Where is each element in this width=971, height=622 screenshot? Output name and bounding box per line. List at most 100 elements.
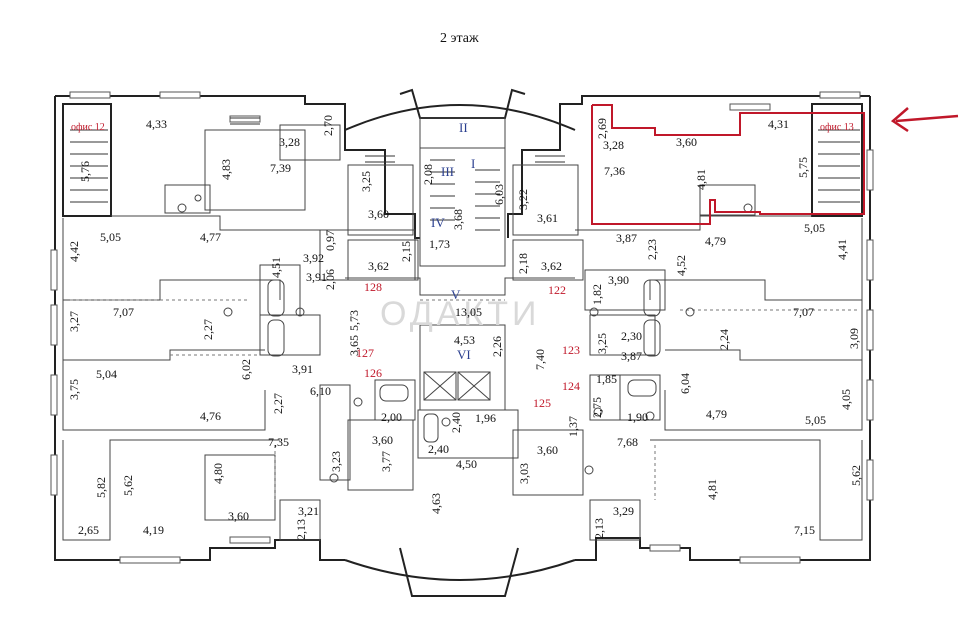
dimension-label: 0,97 xyxy=(323,230,337,251)
dimension-label: 1,85 xyxy=(596,372,617,386)
dimension-label: 3,21 xyxy=(298,504,319,518)
dimension-label: 3,90 xyxy=(608,273,629,287)
dimension-label: 3,60 xyxy=(368,207,389,221)
core-zone-label: I xyxy=(471,156,475,171)
dimension-label: 4,42 xyxy=(67,241,81,262)
dimension-label: 3,87 xyxy=(621,349,642,363)
unit-number: 128 xyxy=(364,280,382,294)
dimension-label: 3,22 xyxy=(516,189,530,210)
dimension-label: 1,90 xyxy=(627,410,648,424)
dimension-label: 3,65 xyxy=(347,335,361,356)
dimension-label: 5,05 xyxy=(805,413,826,427)
dimension-label: 3,92 xyxy=(303,251,324,265)
dimension-label: 2,08 xyxy=(421,164,435,185)
dimension-label: 6,10 xyxy=(310,384,331,398)
office-13-outline xyxy=(591,104,865,225)
dimension-label: 5,05 xyxy=(804,221,825,235)
dimension-label: 4,31 xyxy=(768,117,789,131)
dimension-label: 5,62 xyxy=(121,475,135,496)
dimension-label: 2,26 xyxy=(490,336,504,357)
dimension-label: 7,36 xyxy=(604,164,625,178)
dimension-label: 4,81 xyxy=(694,169,708,190)
unit-number: 123 xyxy=(562,343,580,357)
dimension-label: 2,27 xyxy=(201,319,215,340)
dimension-label: 4,19 xyxy=(143,523,164,537)
dimension-label: 2,70 xyxy=(321,115,335,136)
dimension-label: 4,41 xyxy=(835,239,849,260)
core-zone-label: II xyxy=(459,120,468,135)
dimension-label: 4,50 xyxy=(456,457,477,471)
dimension-label: 3,60 xyxy=(676,135,697,149)
dimension-label: 7,07 xyxy=(113,305,134,319)
office-label: офис 13 xyxy=(820,122,854,133)
dimension-label: 3,68 xyxy=(451,209,465,230)
watermark: ОДАКТИ xyxy=(380,295,540,333)
dimension-label: 13,05 xyxy=(455,305,482,319)
internal-walls-left xyxy=(62,124,419,541)
dimension-label: 1,73 xyxy=(429,237,450,251)
dimension-label: 3,03 xyxy=(517,463,531,484)
dimension-label: 1,96 xyxy=(475,411,496,425)
dimension-label: 3,29 xyxy=(613,504,634,518)
dimension-label: 4,77 xyxy=(200,230,221,244)
dimension-label: 3,91 xyxy=(292,362,313,376)
dimension-label: 6,02 xyxy=(239,359,253,380)
core-zone-label: VI xyxy=(457,347,471,362)
dimension-label: 3,61 xyxy=(537,211,558,225)
dimension-label: 1,37 xyxy=(566,416,580,437)
office-label: офис 12 xyxy=(71,122,105,133)
unit-number: 122 xyxy=(548,283,566,297)
dimension-label: 7,39 xyxy=(270,161,291,175)
dimension-label: 3,77 xyxy=(379,451,393,472)
dimension-label: 3,87 xyxy=(616,231,637,245)
core-zone-label: III xyxy=(441,164,454,179)
dimension-label: 3,27 xyxy=(67,311,81,332)
dimension-label: 1,82 xyxy=(590,284,604,305)
dimension-label: 2,24 xyxy=(717,329,731,350)
dimension-label: 5,76 xyxy=(78,161,92,182)
dimension-label: 2,23 xyxy=(645,239,659,260)
dimension-label: 5,62 xyxy=(849,465,863,486)
dimension-label: 3,91 xyxy=(306,270,327,284)
dimension-label: 2,00 xyxy=(381,410,402,424)
dimension-label: 2,75 xyxy=(590,397,604,418)
dimension-label: 7,35 xyxy=(268,435,289,449)
dimension-label: 3,60 xyxy=(372,433,393,447)
dimension-label: 2,69 xyxy=(595,118,609,139)
dimension-label: 3,09 xyxy=(847,328,861,349)
dimension-label: 4,63 xyxy=(429,493,443,514)
stairs xyxy=(70,117,860,231)
dimension-label: 2,40 xyxy=(428,442,449,456)
dimension-label: 2,18 xyxy=(516,253,530,274)
dimension-label: 3,62 xyxy=(541,259,562,273)
dimension-label: 3,25 xyxy=(359,171,373,192)
dimension-label: 2,30 xyxy=(621,329,642,343)
dimension-label: 2,13 xyxy=(592,518,606,539)
core-zone-label: IV xyxy=(431,215,445,230)
dimension-label: 6,03 xyxy=(492,184,506,205)
dimension-label: 3,60 xyxy=(228,509,249,523)
dimension-label: 2,65 xyxy=(78,523,99,537)
dimension-label: 3,25 xyxy=(595,333,609,354)
dimension-label: 4,79 xyxy=(706,407,727,421)
floor-title: 2 этаж xyxy=(440,31,479,46)
unit-number: 126 xyxy=(364,366,382,380)
dimension-label: 2,27 xyxy=(271,393,285,414)
dimension-label: 2,13 xyxy=(294,519,308,540)
unit-number: 125 xyxy=(533,396,551,410)
dimension-label: 2,15 xyxy=(399,241,413,262)
dimension-label: 2,06 xyxy=(323,269,337,290)
arrow-icon xyxy=(890,107,959,133)
dimension-label: 2,40 xyxy=(449,412,463,433)
dimension-label: 4,53 xyxy=(454,333,475,347)
dimension-label: 4,51 xyxy=(269,257,283,278)
dimension-label: 3,75 xyxy=(67,379,81,400)
dimension-label: 5,04 xyxy=(96,367,117,381)
dimension-label: 4,79 xyxy=(705,234,726,248)
dimension-label: 3,28 xyxy=(603,138,624,152)
windows xyxy=(50,91,874,564)
dimension-label: 4,76 xyxy=(200,409,221,423)
unit-number: 124 xyxy=(562,379,580,393)
